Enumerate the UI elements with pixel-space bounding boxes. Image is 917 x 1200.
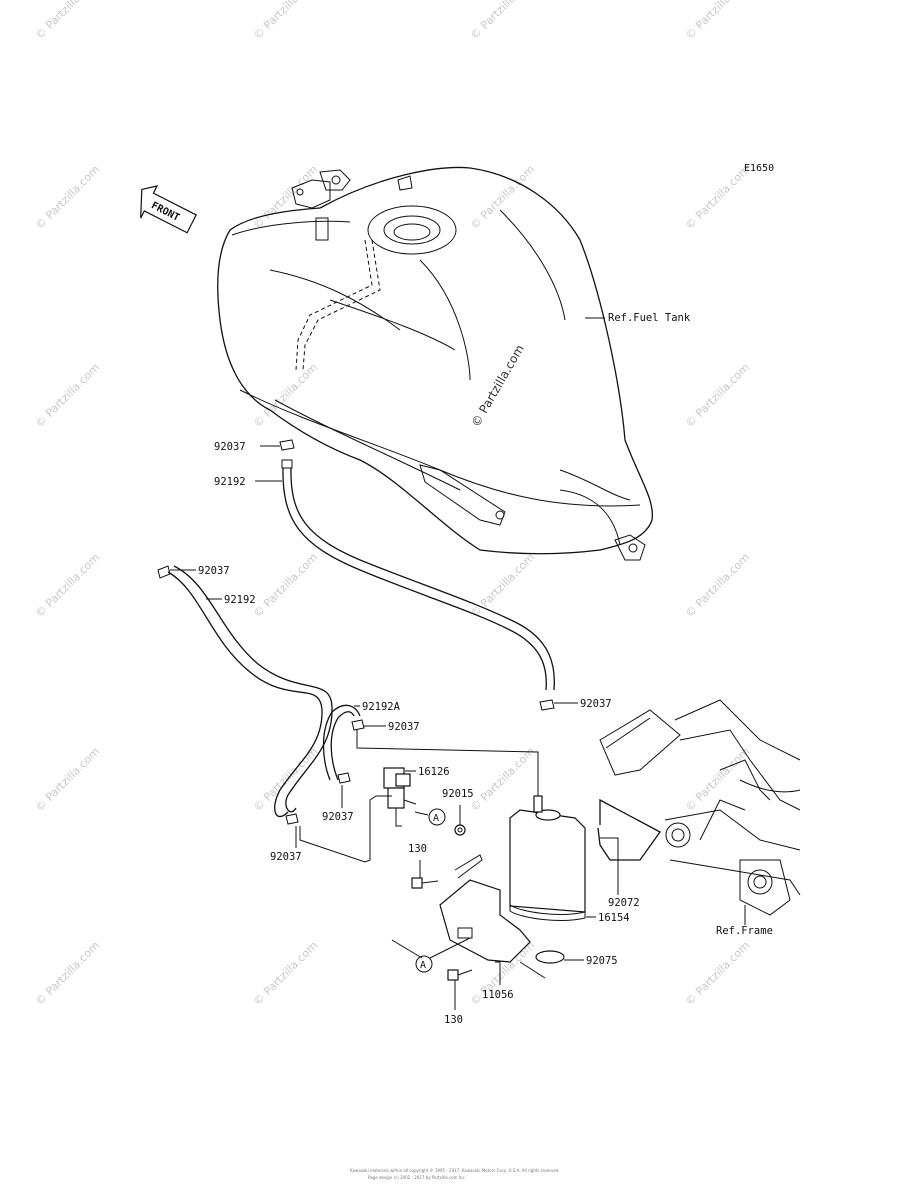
watermark: © Partzilla.com xyxy=(251,939,320,1008)
marker-a: A xyxy=(415,955,433,973)
part-label-92037: 92037 xyxy=(388,721,420,733)
watermark: © Partzilla.com xyxy=(33,361,102,430)
watermark: © Partzilla.com xyxy=(33,163,102,232)
watermark: © Partzilla.com xyxy=(251,0,320,42)
part-label-92037: 92037 xyxy=(270,851,302,863)
clamp-icon xyxy=(539,699,555,711)
watermark: © Partzilla.com xyxy=(683,0,752,42)
clamp-icon xyxy=(285,813,299,825)
watermark: © Partzilla.com xyxy=(33,745,102,814)
canister-16154 xyxy=(509,795,586,921)
watermark: © Partzilla.com xyxy=(683,361,752,430)
cap-92075 xyxy=(535,950,565,964)
part-label-92192: 92192 xyxy=(214,476,246,488)
clamp-icon xyxy=(157,565,171,579)
part-label-16126: 16126 xyxy=(418,766,450,778)
clamp-icon xyxy=(279,439,295,469)
watermark: © Partzilla.com xyxy=(468,551,537,620)
valve-16126 xyxy=(376,767,417,827)
hoses xyxy=(167,467,555,818)
watermark: © Partzilla.com xyxy=(468,745,537,814)
part-label-92037: 92037 xyxy=(580,698,612,710)
footer-copyright: Kawasaki materials within all copyright … xyxy=(350,1168,560,1173)
diagram-code: E1650 xyxy=(744,163,774,174)
part-label-92192: 92192 xyxy=(224,594,256,606)
watermark: © Partzilla.com xyxy=(33,939,102,1008)
watermark: © Partzilla.com xyxy=(468,163,537,232)
watermark: © Partzilla.com xyxy=(683,163,752,232)
watermark: © Partzilla.com xyxy=(683,745,752,814)
watermark: © Partzilla.com xyxy=(683,939,752,1008)
part-label-92037: 92037 xyxy=(198,565,230,577)
part-label-16154: 16154 xyxy=(598,912,630,924)
part-label-92075: 92075 xyxy=(586,955,618,967)
marker-a: A xyxy=(428,808,446,826)
bolt-icon xyxy=(447,969,473,981)
frame xyxy=(599,699,801,916)
watermark: © Partzilla.com xyxy=(33,551,102,620)
watermark: © Partzilla.com xyxy=(468,342,526,429)
watermark: © Partzilla.com xyxy=(251,361,320,430)
part-label-92192a: 92192A xyxy=(362,701,401,713)
svg-text:A: A xyxy=(433,813,439,824)
ref-frame-label: Ref.Frame xyxy=(716,925,773,937)
watermark: © Partzilla.com xyxy=(251,551,320,620)
front-arrow-icon: FRONT xyxy=(140,185,197,234)
watermark: © Partzilla.com xyxy=(468,0,537,42)
bolt-icon xyxy=(411,877,439,889)
leader-lines xyxy=(295,730,619,1010)
watermark-layer: © Partzilla.com © Partzilla.com © Partzi… xyxy=(33,0,752,1008)
watermark: © Partzilla.com xyxy=(683,551,752,620)
clamp-icon xyxy=(337,772,351,784)
footer-design: Page design (c) 2002 - 2017 by Partzilla… xyxy=(368,1175,466,1180)
ref-fuel-tank-label: Ref.Fuel Tank xyxy=(608,312,691,324)
part-label-11056: 11056 xyxy=(482,989,514,1001)
part-label-92037: 92037 xyxy=(322,811,354,823)
part-label-92072: 92072 xyxy=(608,897,640,909)
watermark: © Partzilla.com xyxy=(33,0,102,42)
svg-text:A: A xyxy=(420,960,426,971)
part-label-92037: 92037 xyxy=(214,441,246,453)
clamp-icon xyxy=(351,719,365,731)
part-label-130: 130 xyxy=(408,843,427,855)
fuel-tank xyxy=(217,166,654,561)
bracket-92072 xyxy=(597,798,661,861)
part-label-130: 130 xyxy=(444,1014,463,1026)
nut-icon xyxy=(454,824,466,836)
part-label-92015: 92015 xyxy=(442,788,474,800)
